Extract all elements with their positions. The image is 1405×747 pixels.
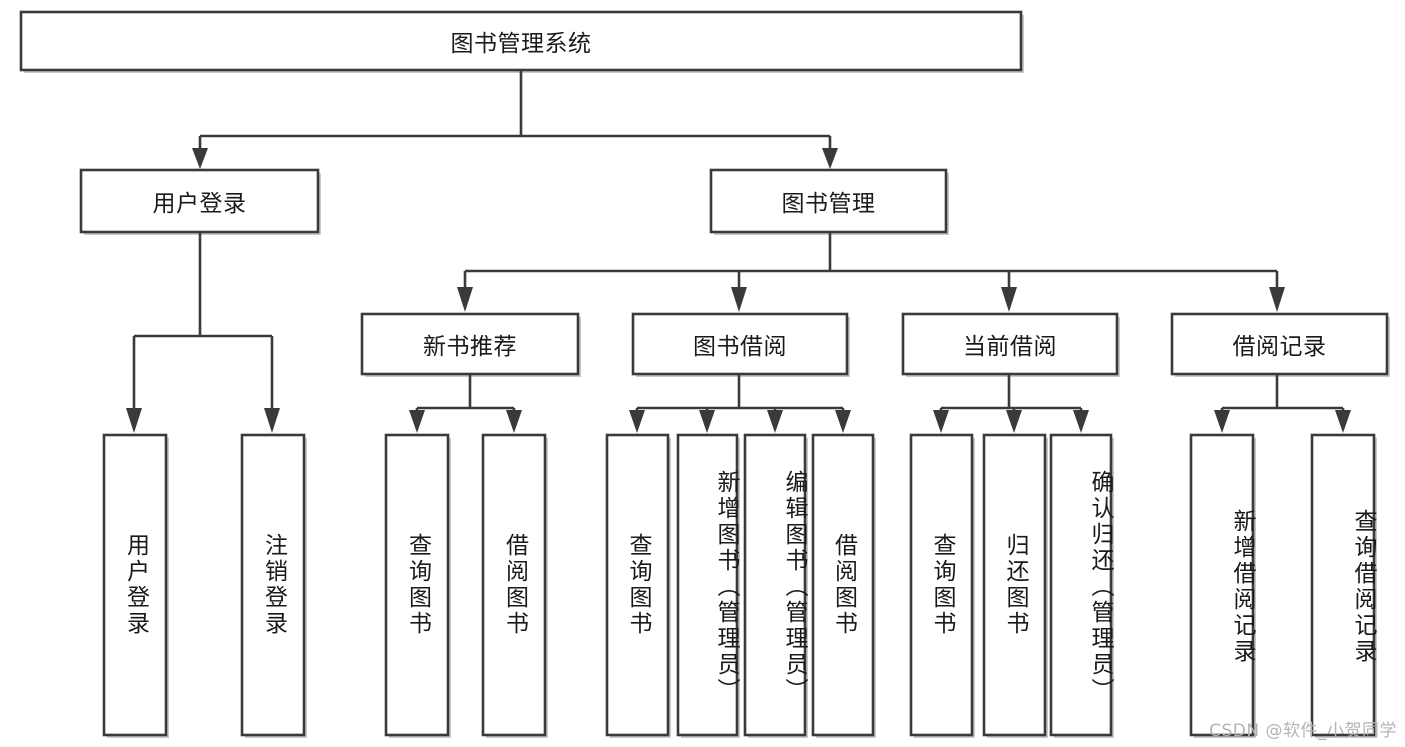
arrow-root-to-book-manage — [822, 148, 838, 169]
node-box-leaf-query-book-current[interactable] — [909, 433, 974, 737]
arrow-record-leaf2 — [1335, 410, 1351, 433]
node-box-leaf-logout[interactable] — [240, 433, 306, 737]
node-box-leaf-borrow-book-recommend[interactable] — [481, 433, 547, 737]
node-box-borrow-record[interactable] — [1170, 312, 1389, 376]
arrow-bm-to-borrow — [731, 287, 747, 312]
edge-borrow-bus — [637, 374, 843, 410]
edge-current-bus — [941, 374, 1081, 410]
edge-user-login-bus — [134, 232, 272, 338]
edge-record-bus — [1222, 374, 1343, 410]
node-box-leaf-confirm-return[interactable] — [1049, 433, 1113, 737]
arrow-current-leaf2 — [1006, 410, 1022, 433]
node-box-current-borrow[interactable] — [901, 312, 1119, 376]
node-box-leaf-add-book[interactable] — [676, 433, 739, 737]
arrow-bm-to-recommend — [457, 287, 473, 312]
arrow-current-leaf3 — [1073, 410, 1089, 433]
arrow-borrow-leaf1 — [629, 410, 645, 433]
arrow-root-to-user-login — [192, 148, 208, 169]
node-box-leaf-add-borrow-record[interactable] — [1189, 433, 1255, 737]
arrow-user-login-to-leaf2 — [264, 408, 280, 433]
node-box-book-borrow[interactable] — [631, 312, 849, 376]
arrow-bm-to-record — [1269, 287, 1285, 312]
watermark-text: CSDN @软件_小贺同学 — [1209, 721, 1397, 741]
arrow-user-login-to-leaf1 — [126, 408, 142, 433]
node-box-leaf-query-book-borrow[interactable] — [605, 433, 670, 737]
node-box-leaf-borrow-book[interactable] — [811, 433, 875, 737]
node-box-leaf-query-book-recommend[interactable] — [384, 433, 450, 737]
arrow-current-leaf1 — [933, 410, 949, 433]
node-box-leaf-edit-book[interactable] — [743, 433, 807, 737]
node-boxes — [19, 10, 1390, 738]
arrow-record-leaf1 — [1214, 410, 1230, 433]
node-box-leaf-return-book[interactable] — [982, 433, 1047, 737]
node-box-book-manage[interactable] — [709, 168, 948, 234]
arrow-borrow-leaf3 — [767, 410, 783, 433]
arrow-borrow-leaf4 — [835, 410, 851, 433]
arrow-recommend-leaf2 — [506, 410, 522, 433]
node-box-new-book-recommend[interactable] — [360, 312, 580, 376]
tree-edges — [126, 70, 1351, 433]
node-box-user-login[interactable] — [79, 168, 320, 234]
arrow-bm-to-current — [1001, 287, 1017, 312]
arrow-borrow-leaf2 — [699, 410, 715, 433]
edge-recommend-bus — [417, 374, 514, 410]
node-box-leaf-user-login[interactable] — [102, 433, 168, 737]
node-box-root[interactable] — [19, 10, 1023, 72]
node-box-leaf-query-borrow-record[interactable] — [1310, 433, 1376, 737]
edge-root-bus — [200, 70, 830, 138]
edge-book-manage-bus — [465, 232, 1277, 273]
arrow-recommend-leaf1 — [409, 410, 425, 433]
